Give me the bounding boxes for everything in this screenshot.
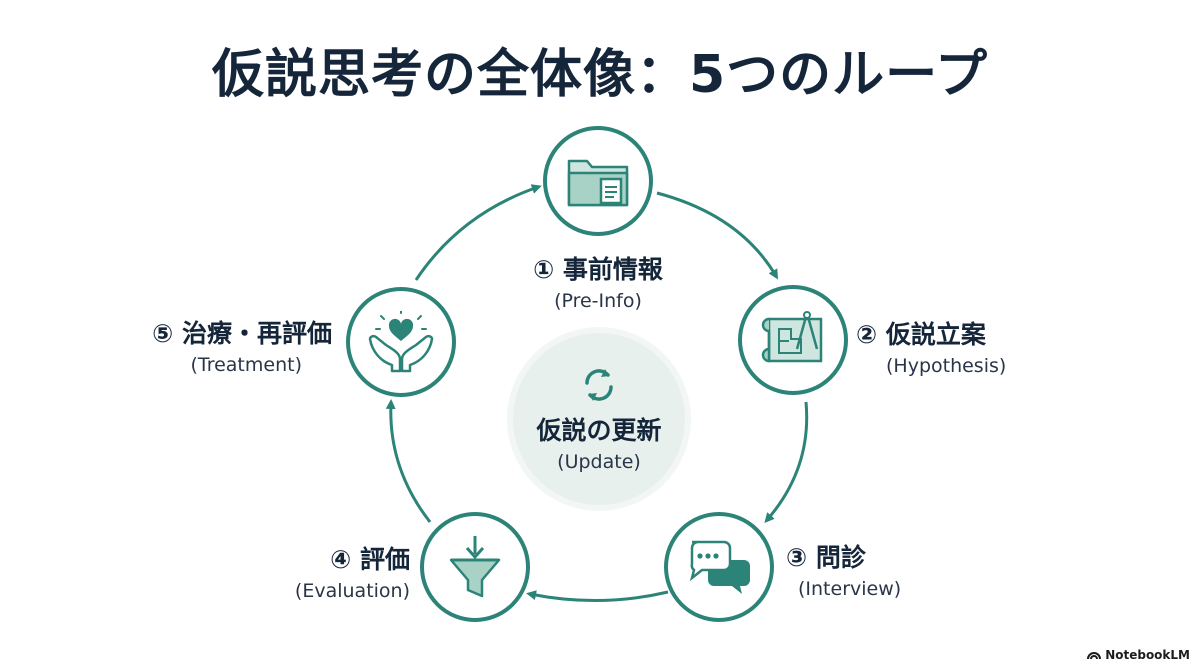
step-4-subtitle: (Evaluation) [294,580,410,602]
arrow-5-to-1 [414,184,542,281]
refresh-icon [585,369,613,401]
step-1-node [543,126,653,236]
step-5-node [346,287,456,397]
step-4-title: ④ 評価 [330,545,410,574]
brand-watermark: NotebookLM [1087,648,1190,662]
notebooklm-logo-icon [1087,652,1102,660]
arrow-4-to-5 [385,399,432,523]
step-4-node [420,512,530,622]
step-1-subtitle: (Pre-Info) [554,290,642,312]
arrow-3-to-4 [526,590,669,602]
funnel-arrow-icon [449,536,501,598]
step-5-label: ⑤ 治療・再評価 (Treatment) [120,314,332,376]
step-2-node [738,285,848,395]
step-1-title: ① 事前情報 [533,255,663,284]
step-3-node [664,512,774,622]
step-2-subtitle: (Hypothesis) [886,355,1007,377]
chat-bubbles-icon [689,540,750,594]
brand-name: NotebookLM [1105,648,1190,662]
step-5-title: ⑤ 治療・再評価 [152,319,332,348]
center-title: 仮説の更新 [536,416,662,445]
center-node: 仮説の更新 (Update) [507,327,691,511]
step-2-title: ② 仮説立案 [856,320,986,349]
center-subtitle: (Update) [557,451,641,473]
step-5-subtitle: (Treatment) [190,354,302,376]
blueprint-compass-icon [761,311,823,363]
arrow-1-to-2 [656,191,779,280]
arrow-2-to-3 [764,401,809,524]
slide-title: 仮説思考の全体像：5つのループ [211,45,989,105]
hands-heart-icon [368,311,434,373]
step-4-label: ④ 評価 (Evaluation) [250,540,410,602]
folder-document-icon [567,159,629,207]
step-1-label: ① 事前情報 (Pre-Info) [508,250,688,312]
step-3-label: ③ 問診 (Interview) [786,538,986,600]
step-3-subtitle: (Interview) [798,578,902,600]
step-3-title: ③ 問診 [786,543,866,572]
step-2-label: ② 仮説立案 (Hypothesis) [856,315,1056,377]
